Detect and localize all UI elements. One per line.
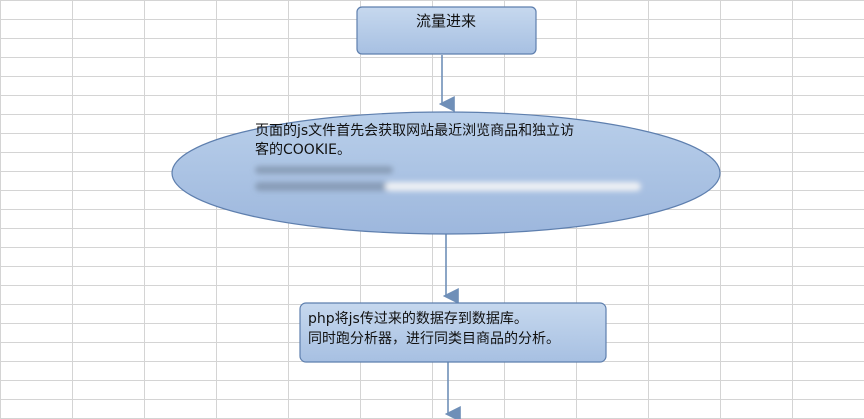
redacted-line-1 [255, 166, 393, 174]
node-bottom-shape [299, 302, 607, 363]
node-top[interactable]: 流量进来 [356, 6, 537, 55]
redacted-text [255, 166, 641, 191]
connectors [438, 55, 461, 419]
node-top-shape [356, 6, 537, 55]
node-bottom-label-line-1: php将js传过来的数据存到数据库。 [308, 311, 528, 327]
node-bottom[interactable]: php将js传过来的数据存到数据库。 同时跑分析器，进行同类目商品的分析。 [299, 302, 607, 363]
node-middle-shape [171, 111, 721, 235]
node-top-label: 流量进来 [416, 12, 476, 30]
node-bottom-label-line-2: 同时跑分析器，进行同类目商品的分析。 [308, 331, 560, 347]
node-middle-label-line-2: 客的COOKIE。 [255, 141, 351, 158]
node-middle[interactable]: 页面的js文件首先会获取网站最近浏览商品和独立访 客的COOKIE。 [171, 111, 721, 235]
node-middle-label-line-1: 页面的js文件首先会获取网站最近浏览商品和独立访 [255, 123, 574, 139]
redacted-highlight [385, 182, 641, 191]
